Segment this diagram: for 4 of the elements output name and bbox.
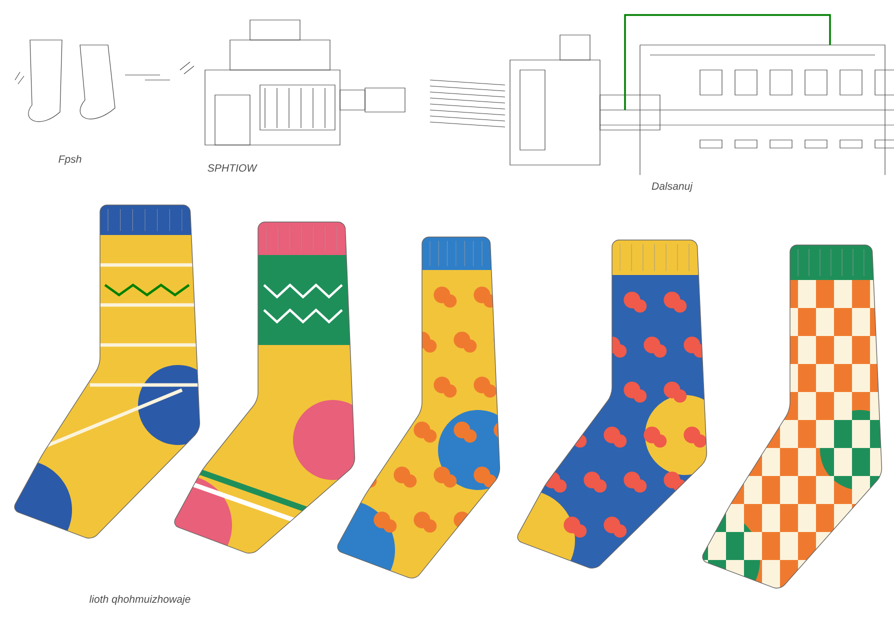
handwritten-label: lioth qhohmuizhowaje	[89, 595, 190, 605]
handwritten-label: Dalsanuj	[652, 182, 693, 192]
handwritten-label: SPHTIOW	[208, 164, 258, 172]
handwritten-label: Fpsh	[58, 155, 82, 165]
